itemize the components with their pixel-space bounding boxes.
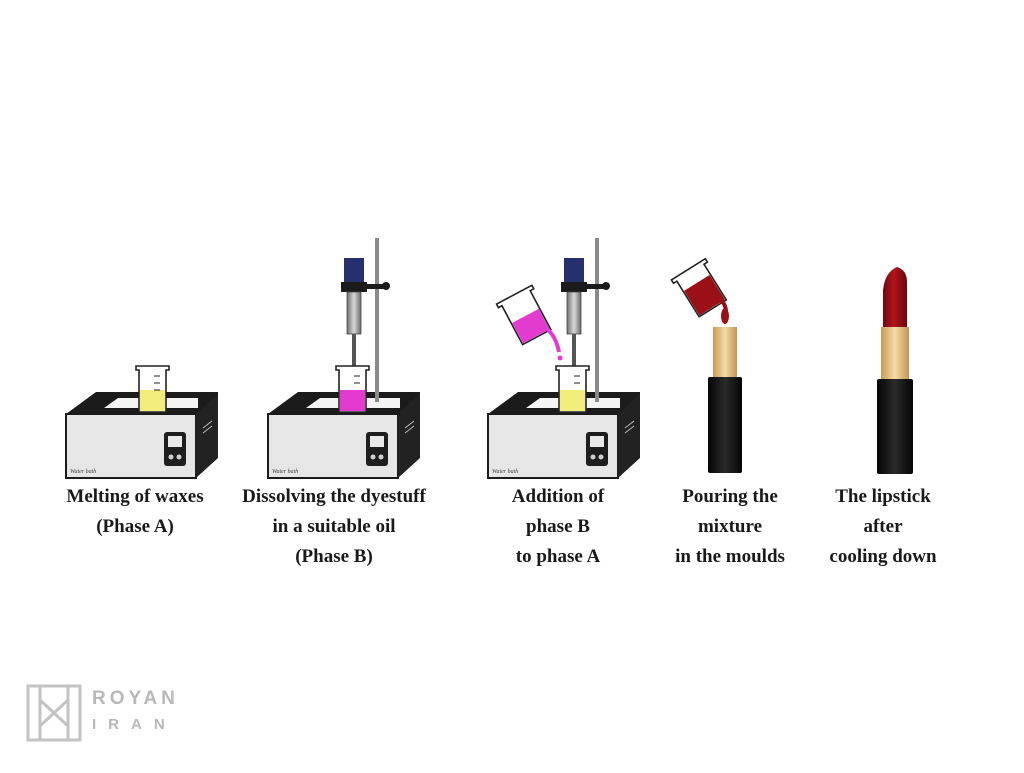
step-1-caption: Melting of waxes (Phase A)	[40, 482, 230, 542]
beaker-phase-a	[135, 365, 170, 413]
royan-iran-logo: ROYAN IRAN	[24, 682, 184, 742]
caption-line: after	[863, 516, 903, 537]
caption-line: (Phase B)	[295, 546, 373, 567]
water-bath-2: Water bath	[267, 238, 420, 479]
caption-line: cooling down	[829, 546, 937, 567]
beaker-phase-b	[335, 365, 370, 413]
step-2-caption: Dissolving the dyestuff in a suitable oi…	[228, 482, 440, 572]
step-5-caption: The lipstick after cooling down	[808, 482, 958, 572]
finished-lipstick	[877, 267, 913, 474]
logo-text-iran: IRAN	[92, 716, 177, 733]
bath-label-3: Water bath	[492, 469, 518, 475]
caption-line: The lipstick	[835, 486, 931, 507]
step-3-caption: Addition of phase B to phase A	[478, 482, 638, 572]
stirrer-stand-2	[341, 238, 390, 402]
step-4-caption: Pouring the mixture in the moulds	[650, 482, 810, 572]
caption-line: phase B	[526, 516, 590, 537]
pouring-beaker-phase-b	[495, 284, 552, 346]
caption-line: in a suitable oil	[272, 516, 396, 537]
water-bath-1: Water bath	[65, 365, 218, 479]
pouring-beaker-red	[670, 257, 728, 318]
caption-line: in the moulds	[675, 546, 785, 567]
caption-line: Dissolving the dyestuff	[242, 486, 426, 507]
caption-line: mixture	[697, 516, 763, 537]
royan-logo-mark	[26, 684, 82, 742]
caption-line: Addition of	[511, 486, 605, 507]
caption-line: to phase A	[515, 546, 601, 567]
bath-label-1: Water bath	[70, 469, 96, 475]
beaker-mixture	[555, 365, 590, 413]
stirrer-stand-3	[561, 238, 610, 402]
caption-line: (Phase A)	[96, 516, 174, 537]
caption-line: Pouring the	[682, 486, 778, 507]
logo-text-royan: ROYAN	[92, 688, 179, 709]
mould-pouring	[670, 257, 742, 473]
caption-line: Melting of waxes	[66, 486, 204, 507]
water-bath-3: Water bath	[487, 238, 640, 479]
bath-label-2: Water bath	[272, 469, 298, 475]
